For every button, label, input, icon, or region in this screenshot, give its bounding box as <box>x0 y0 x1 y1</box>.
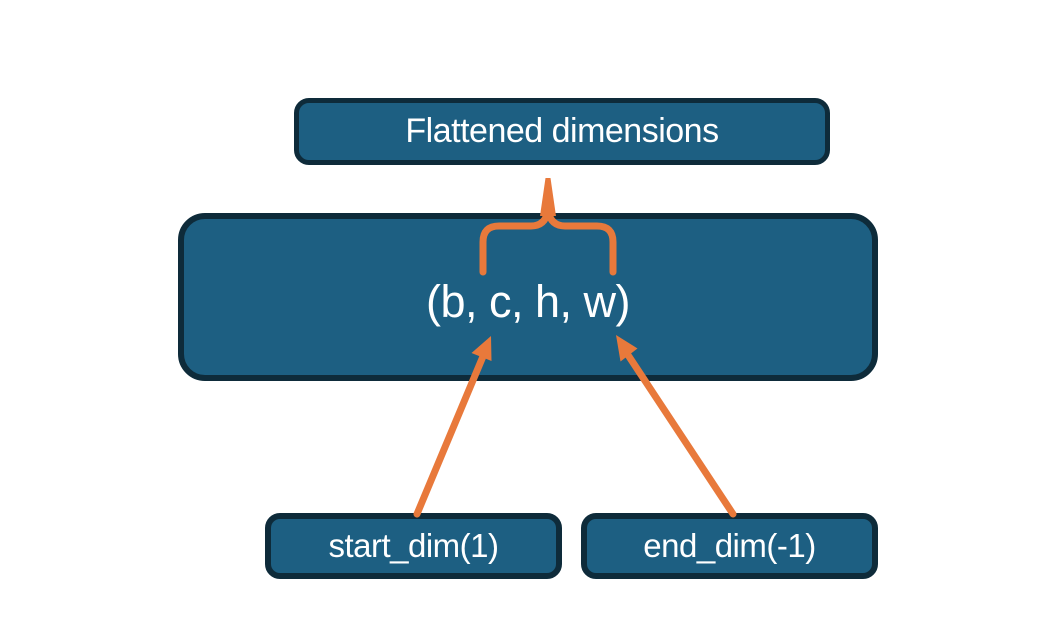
start-dim-box: start_dim(1) <box>265 513 562 579</box>
end-dim-label: end_dim(-1) <box>643 527 816 564</box>
brace-stem-icon <box>540 178 556 216</box>
start-dim-label: start_dim(1) <box>328 527 499 564</box>
tensor-shape-box: (b, c, h, w) <box>178 213 878 381</box>
end-dim-box: end_dim(-1) <box>581 513 878 579</box>
tensor-shape-label: (b, c, h, w) <box>425 276 631 327</box>
flattened-dimensions-box: Flattened dimensions <box>294 98 830 165</box>
flattened-dimensions-label: Flattened dimensions <box>405 112 719 150</box>
